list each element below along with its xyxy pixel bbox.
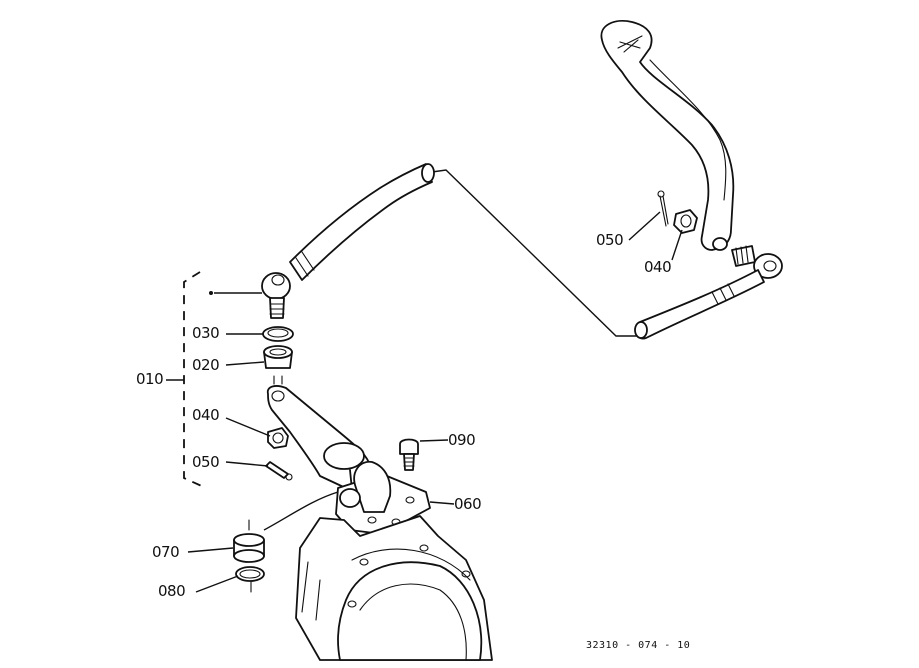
label-080: 080 [158, 582, 186, 600]
label-040-right: 040 [644, 258, 672, 276]
label-050-right: 050 [596, 231, 624, 249]
castle-nut-right [673, 209, 698, 234]
knuckle-bracket-060 [335, 460, 431, 535]
axle-housing [295, 515, 493, 661]
drag-link-left [289, 163, 435, 281]
cotter-pin-left [265, 461, 293, 481]
label-070: 070 [152, 543, 180, 561]
cotter-pin-right [657, 190, 669, 227]
bolt-090 [399, 438, 419, 471]
label-030: 030 [192, 324, 220, 342]
drawing-code: 32310 - 074 - 10 [586, 640, 691, 651]
seal-020 [263, 345, 293, 369]
castle-nut-left [267, 427, 289, 449]
ring-030 [262, 326, 294, 342]
label-020: 020 [192, 356, 220, 374]
label-040-left: 040 [192, 406, 220, 424]
tie-rod-end-right [731, 245, 783, 279]
label-090: 090 [448, 431, 476, 449]
continuation-line [431, 169, 637, 337]
stud-marks [273, 375, 283, 385]
tie-rod-end-left [261, 272, 291, 319]
leader-lines [166, 211, 683, 593]
label-060: 060 [454, 495, 482, 513]
bushing-070 [233, 519, 265, 563]
label-050-left: 050 [192, 453, 220, 471]
wire [263, 491, 339, 531]
label-010: 010 [136, 370, 164, 388]
drag-link-right [634, 269, 765, 340]
steering-arm-upper [600, 20, 735, 251]
o-ring-080 [235, 566, 265, 593]
